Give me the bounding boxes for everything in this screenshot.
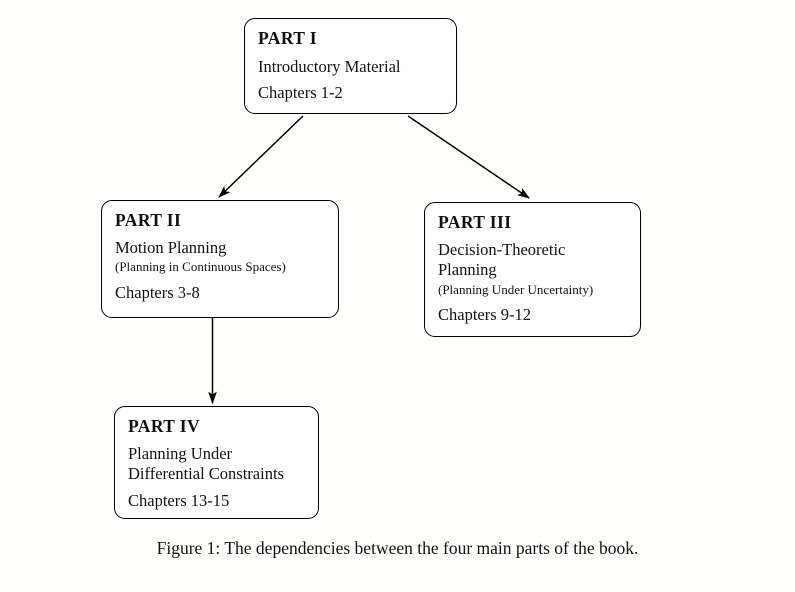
- node-part-iv[interactable]: PART IV Planning Under Differential Cons…: [114, 406, 319, 519]
- node-part-iv-description-2: Differential Constraints: [128, 464, 284, 484]
- node-part-iii-subtitle: (Planning Under Uncertainty): [438, 281, 594, 297]
- node-part-i-content: PART I Introductory Material Chapters 1-…: [258, 27, 446, 104]
- node-part-iii-chapters: Chapters 9-12: [438, 305, 532, 325]
- edge-part-i-to-part-ii: [218, 115, 304, 198]
- node-part-iv-chapters: Chapters 13-15: [128, 490, 230, 510]
- node-part-ii-description: Motion Planning: [115, 237, 227, 257]
- node-part-i-chapters: Chapters 1-2: [258, 83, 343, 103]
- edge-part-i-to-part-iii: [407, 115, 530, 199]
- node-part-iii[interactable]: PART III Decision-Theoretic Planning (Pl…: [424, 202, 641, 337]
- node-part-iii-description: Decision-Theoretic: [438, 239, 566, 259]
- node-part-iv-content: PART IV Planning Under Differential Cons…: [128, 415, 308, 512]
- node-part-iii-content: PART III Decision-Theoretic Planning (Pl…: [438, 211, 630, 326]
- node-part-iv-description: Planning Under: [128, 443, 233, 463]
- node-part-ii-content: PART II Motion Planning (Planning in Con…: [115, 209, 328, 303]
- node-part-iii-title: PART III: [438, 212, 512, 232]
- figure-caption: Figure 1: The dependencies between the f…: [156, 538, 639, 558]
- node-part-i[interactable]: PART I Introductory Material Chapters 1-…: [244, 18, 457, 114]
- node-part-i-description: Introductory Material: [258, 56, 401, 76]
- node-part-iv-title: PART IV: [128, 416, 201, 436]
- node-part-i-title: PART I: [258, 28, 317, 48]
- node-part-iii-description-2: Planning: [438, 260, 497, 280]
- node-part-ii-title: PART II: [115, 210, 182, 230]
- node-part-ii-chapters: Chapters 3-8: [115, 282, 200, 302]
- node-part-ii[interactable]: PART II Motion Planning (Planning in Con…: [101, 200, 339, 318]
- node-part-ii-subtitle: (Planning in Continuous Spaces): [115, 259, 286, 275]
